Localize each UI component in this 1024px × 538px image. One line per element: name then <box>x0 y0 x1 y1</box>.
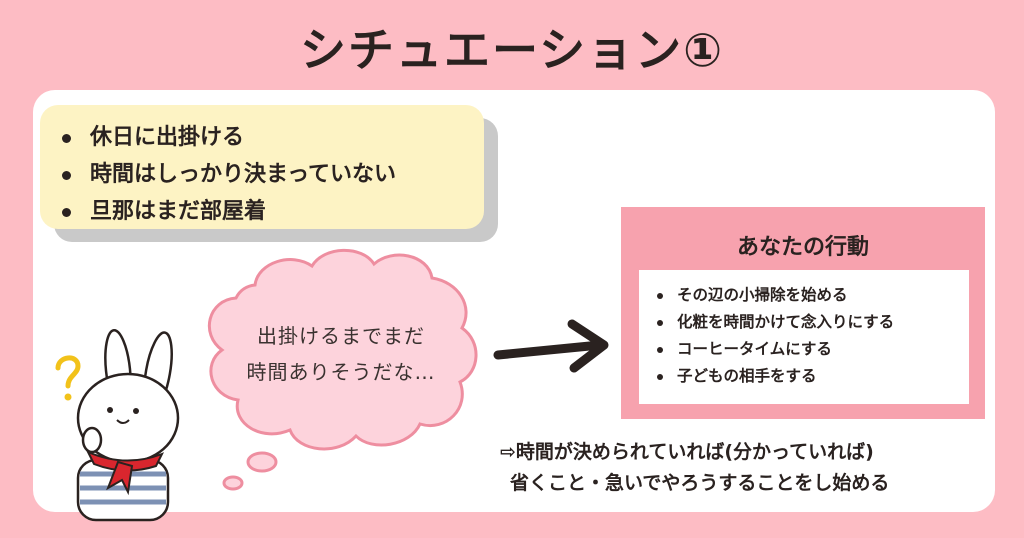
action-list: その辺の小掃除を始める 化粧を時間かけて念入りにする コーヒータイムにする 子ど… <box>639 270 969 390</box>
situation-list: 休日に出掛ける 時間はしっかり決まっていない 旦那はまだ部屋着 <box>40 105 484 230</box>
arrow-right-icon <box>493 319 609 373</box>
action-title: あなたの行動 <box>736 235 869 260</box>
situation-item: 旦那はまだ部屋着 <box>62 193 484 230</box>
situation-item: 休日に出掛ける <box>62 119 484 156</box>
thought-line-2: 時間ありそうだな… <box>246 360 436 384</box>
thought-bubble <box>207 248 478 491</box>
situation-note: 休日に出掛ける 時間はしっかり決まっていない 旦那はまだ部屋着 <box>40 105 484 229</box>
action-box: あなたの行動 その辺の小掃除を始める 化粧を時間かけて念入りにする コーヒータイ… <box>621 207 985 419</box>
conclusion-line-1: ⇨時間が決められていれば(分かっていれば) <box>500 441 874 463</box>
conclusion-note: ⇨時間が決められていれば(分かっていれば) 省くこと・急いでやろうすることをし始… <box>500 437 990 499</box>
question-mark-icon <box>55 355 81 401</box>
page-title: シチュエーション① <box>299 23 725 77</box>
situation-item: 時間はしっかり決まっていない <box>62 156 484 193</box>
action-item: 化粧を時間かけて念入りにする <box>657 309 969 336</box>
action-list-panel: その辺の小掃除を始める 化粧を時間かけて念入りにする コーヒータイムにする 子ど… <box>639 270 969 404</box>
thought-line-1: 出掛けるまでまだ <box>257 324 425 348</box>
action-item: その辺の小掃除を始める <box>657 282 969 309</box>
action-item: コーヒータイムにする <box>657 336 969 363</box>
conclusion-line-2: 省くこと・急いでやろうすることをし始める <box>510 472 890 494</box>
rabbit-character-icon <box>76 328 180 522</box>
action-item: 子どもの相手をする <box>657 363 969 390</box>
thought-bubble-text: 出掛けるまでまだ 時間ありそうだな… <box>216 318 466 390</box>
